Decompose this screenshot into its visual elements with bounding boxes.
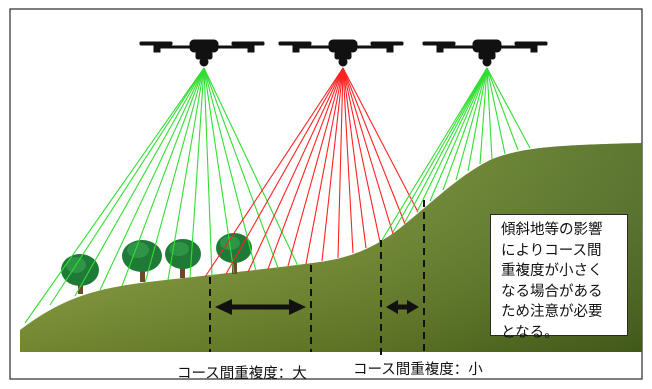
drone-icon	[422, 39, 548, 67]
note-line: ため注意が必要	[501, 304, 603, 320]
center-beams	[204, 67, 419, 278]
left-beams	[24, 67, 299, 324]
small-overlap-caption: コース間重複度：小	[353, 362, 483, 378]
note-line: なる場合がある	[501, 283, 603, 300]
double-arrow-icon	[386, 300, 419, 314]
caution-note: 傾斜地等の影響 によりコース間 重複度が小さく なる場合がある ため注意が必要 …	[490, 214, 628, 341]
overlap-markers	[209, 200, 425, 360]
large-overlap-caption: コース間重複度：大	[177, 366, 307, 382]
drone-icon	[139, 39, 265, 67]
right-beams	[381, 67, 531, 241]
tree-icon	[122, 240, 162, 282]
double-arrow-icon	[215, 299, 306, 315]
note-line: 重複度が小さく	[501, 263, 603, 279]
drone-icon	[278, 39, 404, 67]
note-line: によりコース間	[501, 242, 602, 259]
note-line: 傾斜地等の影響	[501, 222, 603, 238]
note-line: となる。	[501, 324, 559, 341]
terrain	[20, 143, 642, 352]
